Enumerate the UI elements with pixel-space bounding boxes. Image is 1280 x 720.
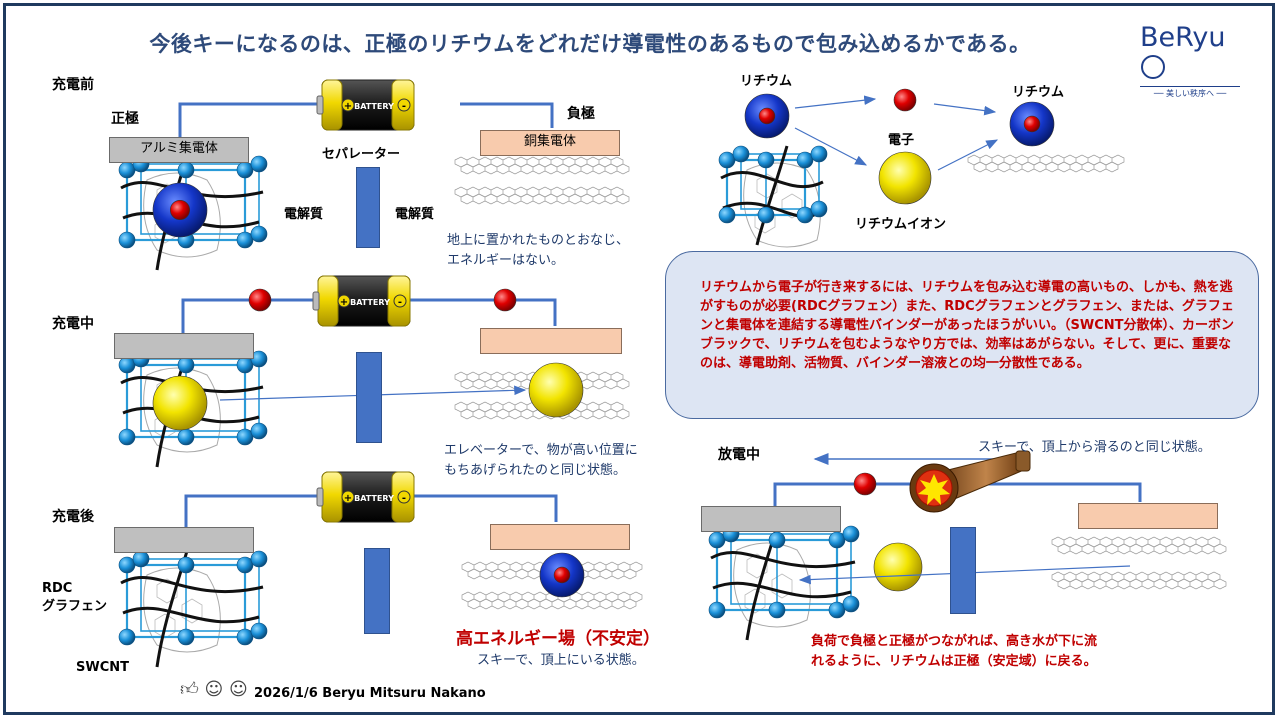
cu-collector-discharging: [1078, 503, 1218, 529]
legend-lithium-ion-icon: [878, 151, 932, 205]
legend-cathode-lattice: [718, 145, 828, 248]
battery-before: +BATTERY-: [316, 79, 415, 131]
discharging-note: 負荷で負極と正極がつながれば、高き水が下に流れるように、リチウムは正極（安定域）…: [811, 634, 1098, 669]
lithium-atom-after-core: [553, 566, 571, 584]
legend-graphene: [967, 154, 1125, 173]
legend-arrow-ion-merge: [937, 139, 999, 171]
svg-text:+: +: [344, 493, 352, 504]
legend-arrow-electron-merge: [933, 103, 997, 116]
al-collector-before: アルミ集電体: [109, 137, 249, 163]
svg-text:BATTERY: BATTERY: [350, 298, 390, 307]
svg-text:+: +: [340, 297, 348, 308]
charging-note: エレベーターで、物が高い位置にもちあげられたのと同じ状態。: [444, 443, 638, 478]
wire-before-left: [178, 102, 318, 137]
before-note: 地上に置かれたものとおなじ、エネルギーはない。: [447, 233, 630, 268]
cu-collector-charging: [480, 328, 622, 354]
wire-after-right: [414, 494, 558, 522]
graphene-anode-after-bot: [461, 591, 643, 610]
lithium-atom-before-core: [169, 199, 191, 221]
heading-before: 充電前: [52, 77, 94, 93]
separator-before: [356, 167, 380, 248]
graphene-anode-before-bot: [454, 186, 630, 205]
al-collector-charging: [114, 333, 254, 359]
al-collector-discharging: [701, 506, 841, 532]
al-collector-after: [114, 527, 254, 553]
legend-lithium-ion-label: リチウムイオン: [855, 217, 947, 232]
electrolyte-left-label: 電解質: [284, 207, 324, 222]
logo-tagline: ── 美しい秩序へ ──: [1140, 86, 1240, 99]
battery-after: +BATTERY-: [316, 471, 415, 523]
legend-lithium-label: リチウム: [740, 74, 793, 89]
footer-credit: 2026/1/6 Beryu Mitsuru Nakano: [254, 686, 486, 701]
graphene-anode-before-top: [454, 156, 630, 175]
legend-lithium-right-icon-core: [1023, 115, 1041, 133]
beryu-logo: BeRyu ── 美しい秩序へ ──: [1140, 22, 1250, 99]
legend-electron-icon: [893, 88, 917, 112]
slide-frame: [3, 3, 1275, 715]
legend-arrow-electron: [794, 95, 877, 109]
cu-collector-before: 銅集電体: [480, 130, 620, 156]
separator-discharging: [950, 527, 976, 614]
lithium-ion-charging-anode: [528, 362, 584, 418]
wire-after-left: [184, 494, 320, 527]
svg-text:BATTERY: BATTERY: [354, 102, 394, 111]
thumbs-up-icons: 👍︎ ☺ ☺: [180, 679, 248, 700]
cathode-lattice-discharging: [708, 525, 860, 641]
heading-charging: 充電中: [52, 316, 94, 332]
wire-before-right: [460, 102, 554, 128]
svg-text:-: -: [398, 297, 402, 308]
graphene-anode-discharging-bot: [1051, 571, 1227, 590]
electrolyte-right-label: 電解質: [395, 207, 435, 222]
wire-charging-left: [181, 298, 318, 333]
legend-arrow-ion: [794, 127, 868, 166]
logo-brand: BeRyu: [1140, 22, 1250, 84]
callout-text: リチウムから電子が行き来するには、リチウムを包み込む導電の高いもの、しかも、熱を…: [700, 280, 1234, 371]
battery-charging: +BATTERY-: [312, 275, 411, 327]
svg-text:BATTERY: BATTERY: [354, 494, 394, 503]
negative-label: 負極: [567, 106, 595, 122]
graphene-anode-discharging-top: [1051, 536, 1227, 555]
positive-label: 正極: [111, 111, 139, 127]
swcnt-label: SWCNT: [76, 660, 129, 675]
slide-title: 今後キーになるのは、正極のリチウムをどれだけ導電性のあるもので包み込めるかである…: [149, 32, 1031, 56]
wire-charging-right: [410, 298, 557, 326]
explanation-callout: リチウムから電子が行き来するには、リチウムを包み込む導電の高いもの、しかも、熱を…: [665, 251, 1259, 419]
ski-slide-label: スキーで、頂上から滑るのと同じ状態。: [978, 440, 1211, 455]
heading-discharging: 放電中: [718, 447, 760, 463]
separator-after: [364, 548, 390, 634]
electron-discharging: [853, 472, 877, 496]
high-energy-label: 高エネルギー場（不安定）: [456, 629, 660, 649]
ski-top-label: スキーで、頂上にいる状態。: [477, 653, 645, 668]
cu-collector-after: [490, 524, 630, 550]
svg-text:-: -: [402, 101, 406, 112]
svg-text:+: +: [344, 101, 352, 112]
legend-lithium-icon-core: [758, 107, 776, 125]
electron-charging-left: [248, 288, 272, 312]
legend-lithium-right-label: リチウム: [1012, 85, 1065, 100]
lithium-ion-discharging: [873, 542, 923, 592]
cathode-lattice-after: [118, 550, 268, 668]
svg-text:-: -: [402, 493, 406, 504]
legend-electron-label: 電子: [888, 133, 915, 148]
electron-charging-right: [493, 288, 517, 312]
separator-label: セパレーター: [322, 147, 401, 162]
heading-after: 充電後: [52, 509, 94, 525]
torch-load-icon: [909, 450, 1031, 513]
separator-charging: [356, 352, 382, 443]
lithium-ion-charging-cathode: [152, 375, 208, 431]
